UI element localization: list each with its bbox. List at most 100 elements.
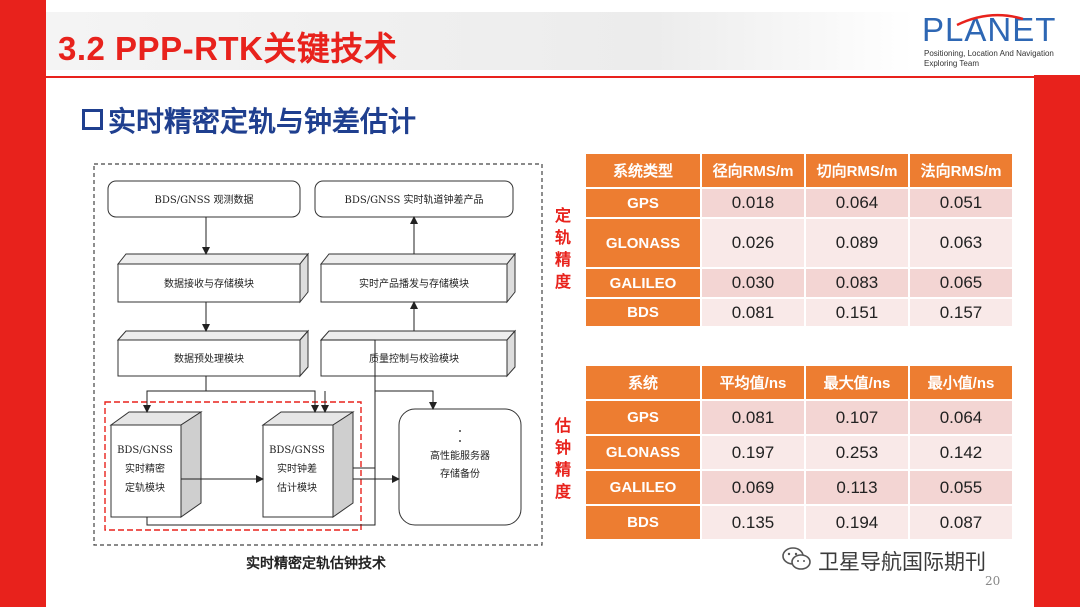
preprocess-box [116, 329, 310, 378]
system-cell: BDS [586, 506, 700, 539]
orbit-module-box [109, 411, 203, 518]
column-header: 平均值/ns [702, 366, 804, 399]
value-cell: 0.081 [702, 299, 804, 326]
logo-tagline-1: Positioning, Location And Navigation [924, 49, 1054, 58]
publish-store-box [319, 252, 517, 304]
server-line1: 高性能服务器 [430, 449, 490, 462]
receive-store-label: 数据接收与存储模块 [164, 277, 254, 290]
value-cell: 0.197 [702, 436, 804, 469]
table-row: GALILEO 0.069 0.113 0.055 [586, 471, 1012, 504]
clock-module-box [261, 411, 355, 518]
value-cell: 0.026 [702, 219, 804, 267]
system-cell: GPS [586, 189, 700, 217]
orbit-module-line1: BDS/GNSS [117, 445, 173, 456]
title-banner [46, 12, 914, 70]
system-cell: BDS [586, 299, 700, 326]
value-cell: 0.107 [806, 401, 908, 434]
column-header: 最大值/ns [806, 366, 908, 399]
orbit-accuracy-table: 系统类型 径向RMS/m 切向RMS/m 法向RMS/m GPS 0.018 0… [584, 152, 1014, 328]
clock-module-line2: 实时钟差 [277, 462, 317, 475]
orbit-label-char: 轨 [554, 228, 571, 247]
clock-module-line1: BDS/GNSS [269, 445, 325, 456]
table-row: GPS 0.081 0.107 0.064 [586, 401, 1012, 434]
system-cell: GALILEO [586, 269, 700, 297]
value-cell: 0.083 [806, 269, 908, 297]
orbit-label-char: 精 [554, 250, 571, 269]
diagram-frame [93, 163, 543, 546]
orbit-accuracy-label: 定 轨 精 度 [553, 205, 573, 293]
table-header-row: 系统类型 径向RMS/m 切向RMS/m 法向RMS/m [586, 154, 1012, 187]
core-modules-group [104, 401, 362, 531]
clock-label-char: 估 [554, 416, 571, 435]
title-underline [46, 76, 1034, 78]
system-cell: GLONASS [586, 436, 700, 469]
clock-label-char: 钟 [554, 438, 571, 457]
obs-data-label: BDS/GNSS 观测数据 [154, 193, 253, 206]
wechat-icon [782, 547, 811, 570]
left-red-bar [0, 0, 46, 607]
orbit-module-line3: 定轨模块 [125, 481, 165, 494]
system-cell: GLONASS [586, 219, 700, 267]
value-cell: 0.089 [806, 219, 908, 267]
value-cell: 0.064 [910, 401, 1012, 434]
column-header: 切向RMS/m [806, 154, 908, 187]
value-cell: 0.157 [910, 299, 1012, 326]
column-header: 法向RMS/m [910, 154, 1012, 187]
value-cell: 0.151 [806, 299, 908, 326]
section-subtitle: 实时精密定轨与钟差估计 [108, 105, 417, 138]
value-cell: 0.087 [910, 506, 1012, 539]
table-row: GALILEO 0.030 0.083 0.065 [586, 269, 1012, 297]
orbit-label-char: 定 [554, 206, 571, 225]
table-row: GPS 0.018 0.064 0.051 [586, 189, 1012, 217]
diagram-caption: 实时精密定轨估钟技术 [246, 556, 386, 572]
value-cell: 0.135 [702, 506, 804, 539]
value-cell: 0.194 [806, 506, 908, 539]
value-cell: 0.142 [910, 436, 1012, 469]
value-cell: 0.051 [910, 189, 1012, 217]
products-label: BDS/GNSS 实时轨道钟差产品 [344, 193, 483, 206]
system-cell: GPS [586, 401, 700, 434]
architecture-diagram: BDS/GNSS 观测数据 BDS/GNSS 实时轨道钟差产品 数据接收与存储模… [93, 163, 543, 546]
table-row: BDS 0.135 0.194 0.087 [586, 506, 1012, 539]
receive-store-box [116, 252, 310, 304]
logo-word: PLANET [922, 11, 1057, 48]
clock-accuracy-table: 系统 平均值/ns 最大值/ns 最小值/ns GPS 0.081 0.107 … [584, 364, 1014, 541]
logo-swoosh-icon [956, 13, 1024, 27]
qc-box [319, 329, 517, 378]
column-header: 系统类型 [586, 154, 700, 187]
orbit-label-char: 度 [554, 272, 571, 291]
page-number: 20 [985, 574, 1001, 588]
system-cell: GALILEO [586, 471, 700, 504]
preprocess-label: 数据预处理模块 [174, 352, 244, 365]
table-row: BDS 0.081 0.151 0.157 [586, 299, 1012, 326]
column-header: 系统 [586, 366, 700, 399]
slide-title: 3.2 PPP-RTK关键技术 [58, 30, 398, 67]
orbit-module-line2: 实时精密 [125, 462, 165, 475]
obs-data-box [107, 180, 301, 218]
value-cell: 0.055 [910, 471, 1012, 504]
bullet-square-icon [82, 109, 103, 130]
logo-tagline-2: Exploring Team [924, 59, 979, 68]
wechat-watermark-text: 卫星导航国际期刊 [818, 550, 986, 574]
clock-accuracy-label: 估 钟 精 度 [553, 415, 573, 503]
publish-store-label: 实时产品播发与存储模块 [359, 277, 469, 290]
table-row: GLONASS 0.197 0.253 0.142 [586, 436, 1012, 469]
clock-label-char: 精 [554, 460, 571, 479]
clock-label-char: 度 [554, 482, 571, 501]
column-header: 径向RMS/m [702, 154, 804, 187]
qc-label: 质量控制与校验模块 [369, 352, 459, 365]
table-header-row: 系统 平均值/ns 最大值/ns 最小值/ns [586, 366, 1012, 399]
value-cell: 0.253 [806, 436, 908, 469]
value-cell: 0.081 [702, 401, 804, 434]
value-cell: 0.064 [806, 189, 908, 217]
right-red-bar [1034, 75, 1080, 607]
column-header: 最小值/ns [910, 366, 1012, 399]
value-cell: 0.069 [702, 471, 804, 504]
value-cell: 0.018 [702, 189, 804, 217]
planet-logo: PLANET Positioning, Location And Navigat… [922, 12, 1080, 72]
value-cell: 0.030 [702, 269, 804, 297]
value-cell: 0.063 [910, 219, 1012, 267]
server-line2: 存储备份 [440, 467, 480, 480]
value-cell: 0.113 [806, 471, 908, 504]
server-box [398, 408, 522, 526]
